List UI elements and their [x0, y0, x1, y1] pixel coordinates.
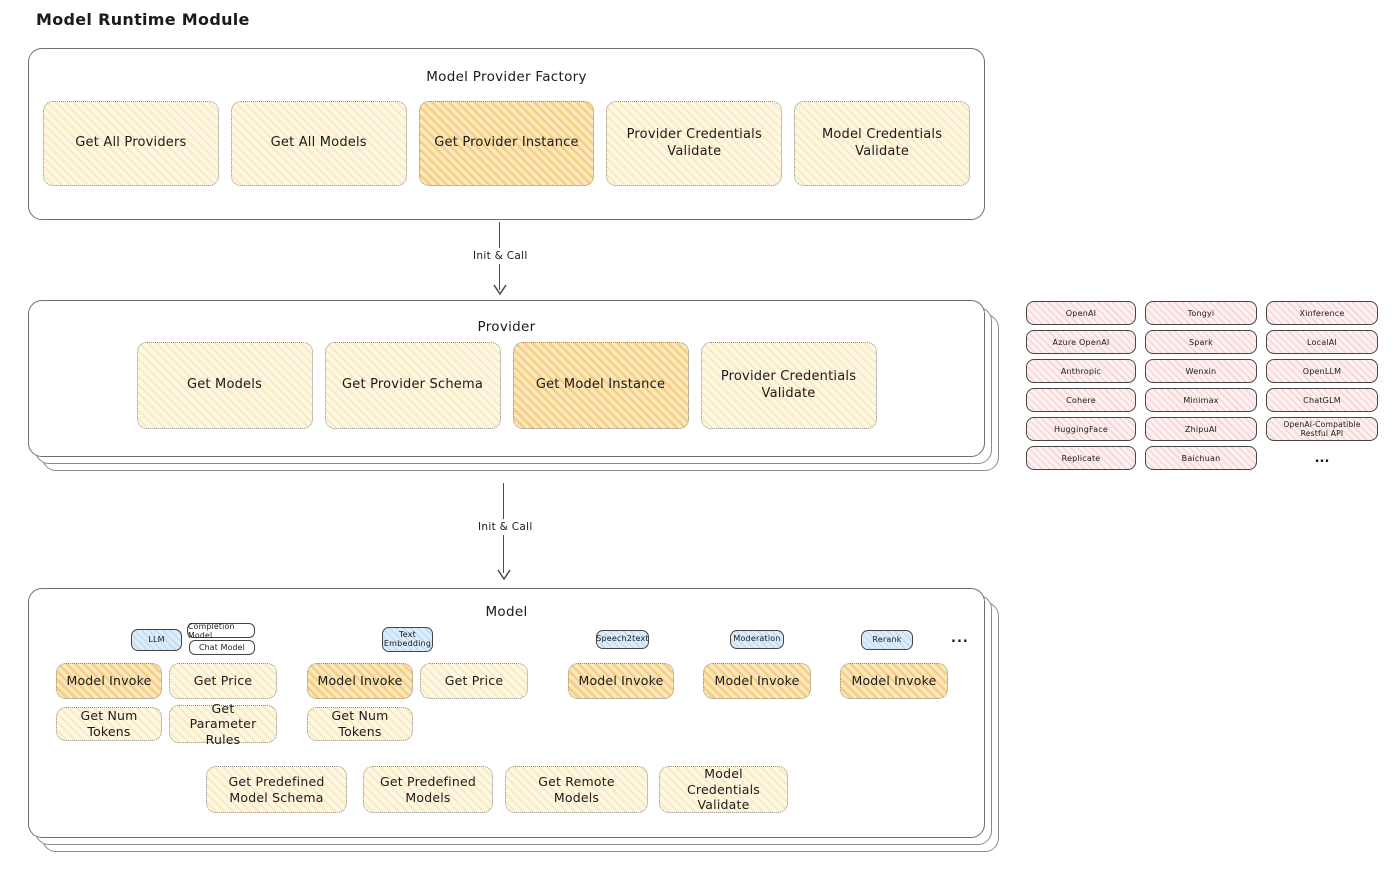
model-provider-factory-title: Model Provider Factory	[426, 69, 587, 85]
tag-moderation: Moderation	[730, 630, 784, 649]
tag-llm: LLM	[131, 629, 182, 651]
model-provider-factory-box: Model Provider Factory Get All Providers…	[28, 48, 985, 220]
text-embedding-get-price: Get Price	[420, 663, 528, 699]
tag-chat-model: Chat Model	[189, 640, 255, 655]
provider-box: Provider Get Models Get Provider Schema …	[28, 300, 985, 457]
provider-chip-azure-openai: Azure OpenAI	[1026, 330, 1136, 354]
factory-method-provider-credentials-validate: Provider Credentials Validate	[606, 101, 783, 186]
provider-chip-openllm: OpenLLM	[1266, 359, 1378, 383]
provider-chip-zhipuai: ZhipuAI	[1145, 417, 1257, 441]
arrow-factory-to-provider-head	[493, 284, 507, 295]
provider-method-get-provider-schema: Get Provider Schema	[324, 342, 501, 429]
tag-more: ...	[951, 631, 969, 646]
tag-speech2text: Speech2text	[596, 630, 649, 649]
provider-chip-openai: OpenAI	[1026, 301, 1136, 325]
provider-chip-more: ...	[1314, 450, 1330, 466]
provider-chip-wenxin: Wenxin	[1145, 359, 1257, 383]
provider-chip-openai-compatible-restful-api: OpenAI-Compatible Restful API	[1266, 417, 1378, 441]
provider-method-provider-credentials-validate: Provider Credentials Validate	[700, 342, 877, 429]
moderation-model-invoke: Model Invoke	[703, 663, 811, 699]
arrow-factory-to-provider-label: Init & Call	[468, 248, 533, 264]
factory-method-model-credentials-validate: Model Credentials Validate	[794, 101, 970, 186]
text-embedding-model-invoke: Model Invoke	[307, 663, 413, 699]
provider-title: Provider	[477, 319, 536, 335]
factory-method-get-all-models: Get All Models	[230, 101, 407, 186]
model-credentials-validate: Model Credentials Validate	[659, 766, 788, 813]
llm-get-num-tokens: Get Num Tokens	[56, 707, 162, 741]
provider-chip-tongyi: Tongyi	[1145, 301, 1257, 325]
provider-chip-xinference: Xinference	[1266, 301, 1378, 325]
provider-chip-minimax: Minimax	[1145, 388, 1257, 412]
text-embedding-get-num-tokens: Get Num Tokens	[307, 707, 413, 741]
model-box: Model LLM Completion Model Chat Model Te…	[28, 588, 985, 838]
provider-method-get-model-instance: Get Model Instance	[512, 342, 689, 429]
provider-chip-huggingface: HuggingFace	[1026, 417, 1136, 441]
tag-text-embedding: Text Embedding	[382, 627, 433, 652]
tag-rerank: Rerank	[861, 630, 913, 650]
speech2text-model-invoke: Model Invoke	[568, 663, 674, 699]
llm-model-invoke: Model Invoke	[56, 663, 162, 699]
model-title: Model	[485, 604, 528, 620]
arrow-provider-to-model-head	[497, 569, 511, 580]
page-title: Model Runtime Module	[36, 10, 250, 29]
arrow-provider-to-model-label: Init & Call	[473, 519, 538, 535]
provider-chip-anthropic: Anthropic	[1026, 359, 1136, 383]
factory-method-get-provider-instance: Get Provider Instance	[418, 101, 595, 186]
factory-method-get-all-providers: Get All Providers	[43, 101, 219, 186]
tag-completion-model: Completion Model	[187, 622, 255, 640]
provider-chip-chatglm: ChatGLM	[1266, 388, 1378, 412]
llm-get-parameter-rules: Get Parameter Rules	[169, 701, 277, 747]
provider-chip-cohere: Cohere	[1026, 388, 1136, 412]
providers-grid: OpenAI Tongyi Xinference Azure OpenAI Sp…	[1026, 301, 1378, 470]
rerank-model-invoke: Model Invoke	[840, 663, 948, 699]
get-predefined-model-schema: Get Predefined Model Schema	[206, 766, 347, 813]
provider-chip-localai: LocalAI	[1266, 330, 1378, 354]
provider-chip-baichuan: Baichuan	[1145, 446, 1257, 470]
provider-chip-replicate: Replicate	[1026, 446, 1136, 470]
provider-chip-spark: Spark	[1145, 330, 1257, 354]
provider-method-get-models: Get Models	[136, 342, 313, 429]
llm-get-price: Get Price	[169, 663, 277, 699]
get-remote-models: Get Remote Models	[505, 766, 648, 813]
get-predefined-models: Get Predefined Models	[363, 766, 493, 813]
